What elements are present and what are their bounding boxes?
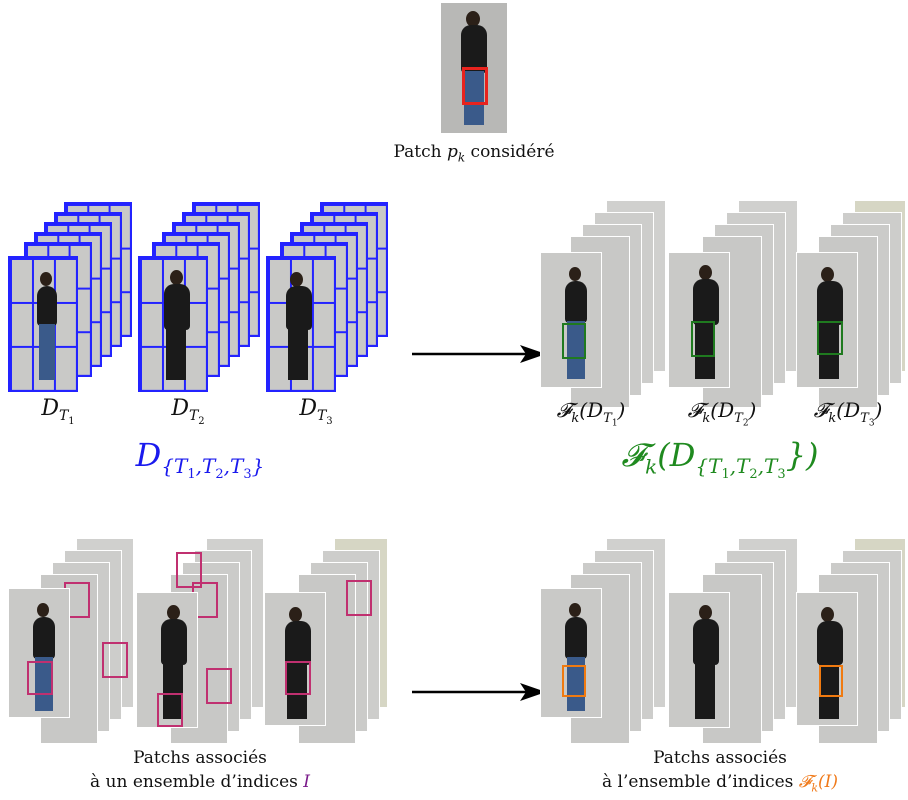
label-dt1: DT1 [41,396,75,428]
query-person-legs [464,71,484,125]
fk-dt2-patch-box [691,321,715,357]
idx3-patch-box-b [285,661,311,695]
label-dt2: DT2 [171,396,205,428]
fk-dt3-patch-box [817,321,843,355]
seq-idx-3-front [264,592,326,726]
seq-fk-idx-1-front [540,588,602,718]
stack-dt1-front [8,256,78,392]
fk-idx3-patch-box [819,665,843,697]
caption-right-indices: Patchs associés à l’ensemble d’indices 𝓕… [602,748,838,795]
query-patch-caption: Patch pk considéré [393,142,555,165]
idx2-patch-box-a [176,552,202,588]
idx2-patch-box-d [157,693,183,727]
label-fk-dt2: 𝓕k(DT2) [687,398,757,429]
query-patch-image [440,2,508,134]
caption-left-indices: Patchs associés à un ensemble d’indices … [90,748,310,792]
arrow-row2 [412,683,546,701]
fk-dt1-patch-box [562,323,586,359]
label-dt3: DT3 [299,396,333,428]
idx3-patch-box-a [346,580,372,616]
seq-fk-idx-3-front [796,592,858,726]
label-fk-dt1: 𝓕k(DT1) [556,398,626,429]
label-dset: D{T1,T2,T3} [135,436,265,483]
seq-fk-dt1-front [540,252,602,388]
idx1-patch-box-c [27,661,53,695]
seq-idx-2-front [136,592,198,728]
seq-fk-dt2-front [668,252,730,388]
idx2-patch-box-c [206,668,232,704]
idx1-patch-box-b [102,642,128,678]
seq-idx-1-front [8,588,70,718]
stack-dt3-front [266,256,336,392]
seq-fk-idx-2-front [668,592,730,728]
label-fk-dset: 𝓕k(D{T1,T2,T3}) [621,436,819,483]
query-person-head [466,11,480,27]
label-fk-dt3: 𝓕k(DT3) [813,398,883,429]
query-patch-marker [462,67,488,105]
arrow-row1 [412,345,546,363]
seq-fk-dt3-front [796,252,858,388]
stack-dt2-front [138,256,208,392]
fk-idx1-patch-box [562,665,586,697]
query-person-body [461,25,487,73]
